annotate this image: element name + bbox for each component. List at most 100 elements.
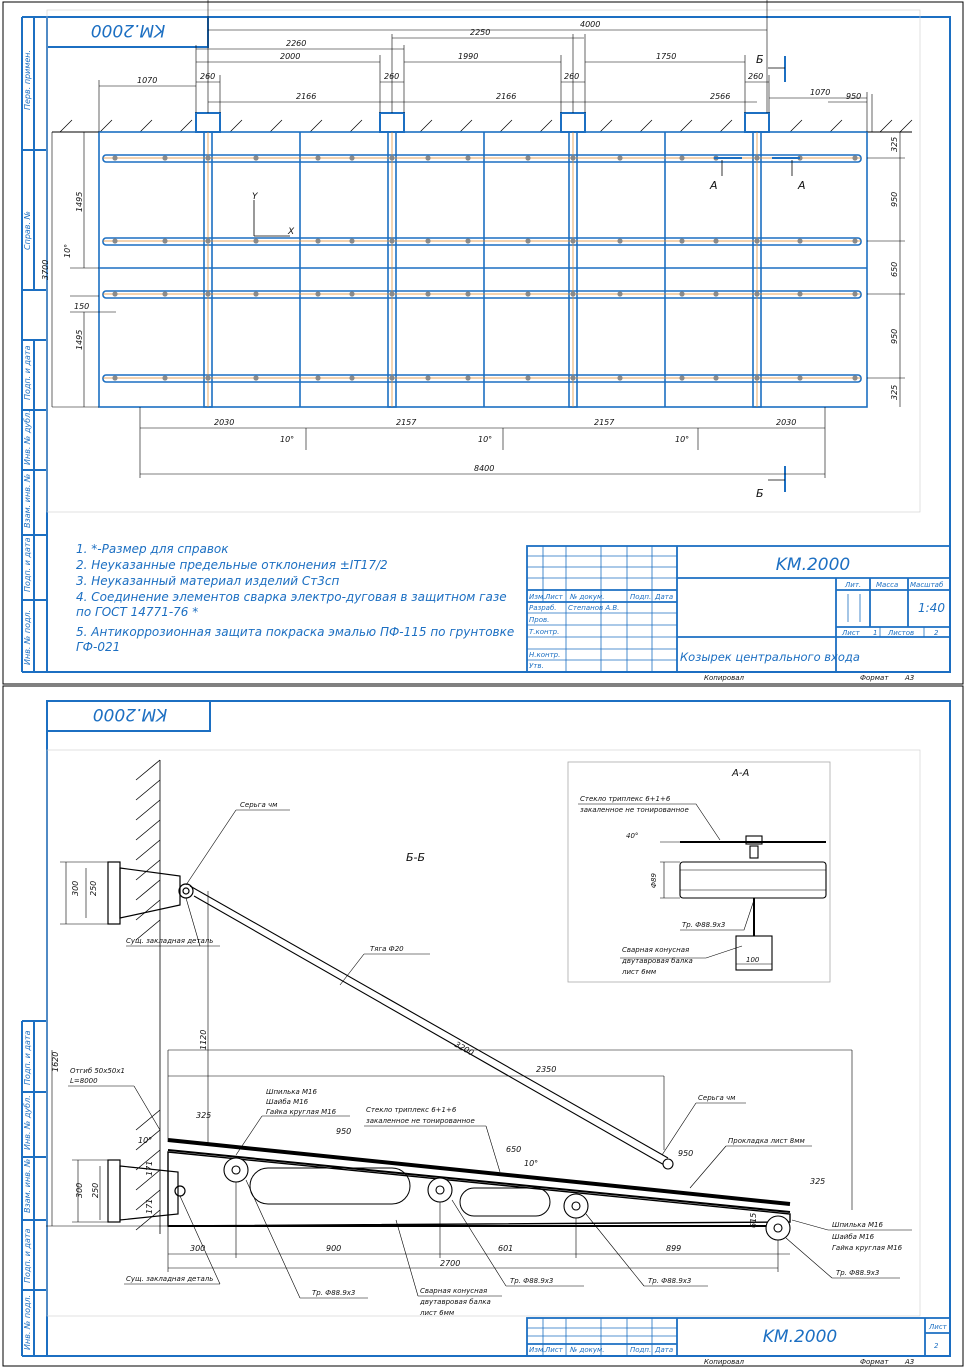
doc-code: KM.2000	[776, 555, 850, 575]
data-label: Дата	[654, 1346, 673, 1354]
bolt-point	[253, 238, 259, 244]
dim: 300	[75, 1183, 84, 1198]
aa-label-tube: Тр. Ф88.9х3	[682, 921, 725, 929]
note: 5. Антикоррозионная защита покраска эмал…	[76, 625, 514, 639]
xy-axis	[253, 200, 290, 237]
dim-2260: 2260	[286, 39, 306, 48]
lit-label: Лит.	[844, 581, 861, 589]
dim-8400: 8400	[474, 464, 494, 473]
scale-value: 1:40	[918, 601, 945, 615]
dim: 1620	[51, 1052, 60, 1072]
dim: 250	[91, 1183, 100, 1198]
podp-label: Подп.	[630, 1346, 651, 1354]
dim: 325	[196, 1111, 211, 1120]
bolt-point	[349, 375, 355, 381]
note: по ГОСТ 14771-76 *	[76, 605, 198, 619]
dim-2030: 2030	[776, 418, 796, 427]
kopiroval-label: Копировал	[704, 674, 745, 682]
scale-label: Масштаб	[910, 581, 944, 589]
bolt-point	[797, 375, 803, 381]
dim: 900	[326, 1244, 341, 1253]
label-tube: Тр. Ф88.9х3	[510, 1277, 553, 1285]
bolt-point	[425, 155, 431, 161]
bolt-point	[797, 291, 803, 297]
dim: 601	[498, 1244, 513, 1253]
sheet-2-side-labels: Подп. и дата Инв. № дубл. Взам. инв. № П…	[23, 1030, 32, 1350]
bolt-point	[349, 291, 355, 297]
dim-1070: 1070	[137, 76, 157, 85]
dim-2030: 2030	[214, 418, 234, 427]
dim: 10°	[524, 1159, 538, 1168]
izm-label: Изм.	[529, 593, 545, 601]
list-label: Лист	[544, 593, 564, 601]
title-block-1-text: KM.2000 Козырек центрального входа Лит. …	[529, 555, 945, 682]
dim-260: 260	[384, 72, 399, 81]
label-washer: Шайба М16	[832, 1233, 875, 1241]
bolt-point	[570, 155, 576, 161]
doc-title: Козырек центрального входа	[680, 650, 860, 664]
side-label: Перв. примен.	[23, 50, 32, 110]
dim-1990: 1990	[458, 52, 478, 61]
dim: 950	[678, 1149, 693, 1158]
bottom-dim-lines	[139, 407, 826, 478]
label-gasket: Прокладка лист 8мм	[728, 1137, 805, 1145]
dim-950: 950	[846, 92, 861, 101]
label-beam-3: лист 6мм	[419, 1309, 455, 1317]
section-aa-title: А-А	[731, 768, 749, 779]
bolt-point	[112, 375, 118, 381]
bolt-point	[679, 155, 685, 161]
dim-260: 260	[200, 72, 215, 81]
dim: 3200	[453, 1040, 475, 1058]
label-embed: Сущ. закладная деталь	[126, 937, 213, 945]
bolt-point	[205, 375, 211, 381]
bolt-point	[754, 375, 760, 381]
dim-2000: 2000	[280, 52, 300, 61]
tkontr-label: Т.контр.	[529, 628, 559, 636]
dim: 250	[89, 881, 98, 896]
dim-325: 325	[890, 385, 899, 400]
sheet-label: Лист	[841, 629, 861, 637]
title-block-2	[526, 1317, 951, 1357]
bolt-point	[205, 155, 211, 161]
title-block-2-grid	[527, 1318, 677, 1356]
tapered-beam	[167, 1138, 791, 1227]
bolt-point	[253, 155, 259, 161]
sheet-2-frame	[21, 700, 951, 1357]
dim-4000: 4000	[580, 20, 600, 29]
sheets-label: Листов	[887, 629, 914, 637]
right-dim-lines	[867, 132, 905, 407]
side-label: Взам. инв. №	[23, 1159, 32, 1213]
aa-dim-40deg: 40°	[626, 832, 638, 840]
bolt-point	[754, 155, 760, 161]
side-label: Инв. № подл.	[23, 610, 32, 665]
mass-label: Масса	[876, 581, 898, 589]
dim-10deg: 10°	[280, 435, 294, 444]
side-label: Инв. № дубл.	[23, 1095, 32, 1150]
note: 4. Соединение элементов сварка электро-д…	[76, 590, 507, 604]
dim-950: 950	[890, 329, 899, 344]
bolt-point	[205, 291, 211, 297]
label-glass-2: закаленное не тонированное	[366, 1117, 475, 1125]
bolt-point	[425, 291, 431, 297]
aa-label-glass: Стекло триплекс 6+1+6	[580, 795, 671, 803]
nkontr-label: Н.контр.	[529, 651, 560, 659]
sheet-1-stamp: KM.2000	[91, 20, 165, 40]
view-mark-a1: А	[709, 179, 718, 192]
dim: 300	[71, 881, 80, 896]
dim: 300	[190, 1244, 205, 1253]
dim-3700: 3700	[41, 260, 50, 280]
axis-lines	[103, 132, 861, 407]
label-tube: Тр. Ф88.9х3	[312, 1289, 355, 1297]
label-stud: Шпилька М16	[832, 1221, 883, 1229]
sheet-1: KM.2000 Перв. примен. Справ. № Подп. и д…	[2, 0, 964, 685]
bolt-point	[112, 291, 118, 297]
dim: 2350	[536, 1065, 556, 1074]
side-label: Подп. и дата	[23, 1228, 32, 1283]
bolt-point	[617, 375, 623, 381]
bolt-point	[679, 238, 685, 244]
tubes	[223, 1157, 791, 1241]
note: 3. Неуказанный материал изделий Ст3сп	[76, 574, 339, 588]
izm-label: Изм.	[529, 1346, 545, 1354]
sheet-number: 2	[934, 1342, 939, 1350]
label-nut: Гайка круглая М16	[832, 1244, 903, 1252]
